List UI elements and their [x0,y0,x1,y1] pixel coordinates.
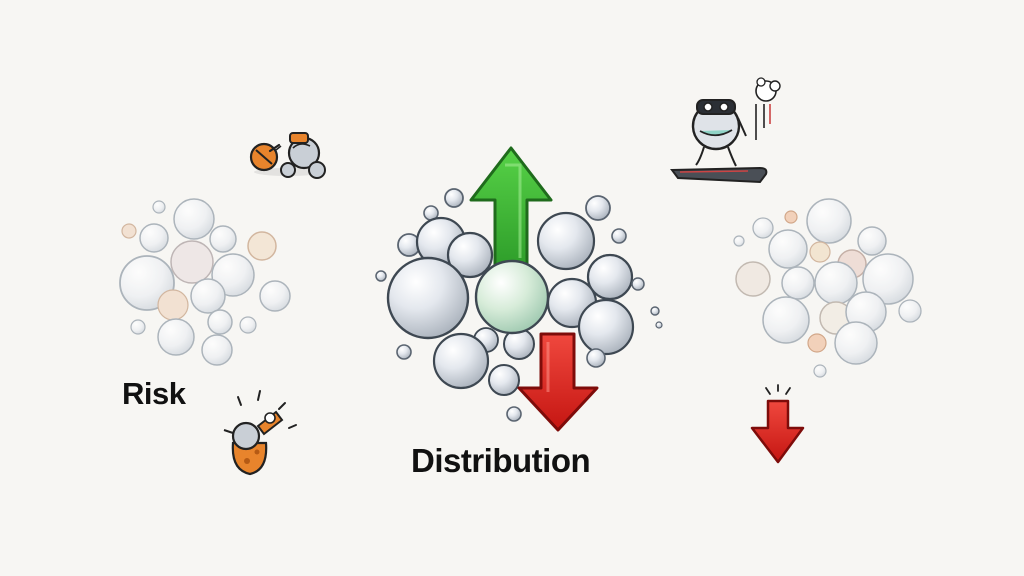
fallen-robot-icon [249,132,326,179]
center-bubble-cluster [375,188,663,422]
down-arrow-icon [517,332,599,432]
small-down-arrow-icon [750,384,805,464]
distribution-label: Distribution [411,442,591,479]
left-bubble-cluster [119,198,291,366]
risk-label: Risk [122,376,186,411]
right-bubble-cluster [733,198,922,378]
highlighted-bubble [474,259,550,335]
robot-on-skateboard-icon [670,77,781,184]
broken-robot-icon [223,390,297,476]
